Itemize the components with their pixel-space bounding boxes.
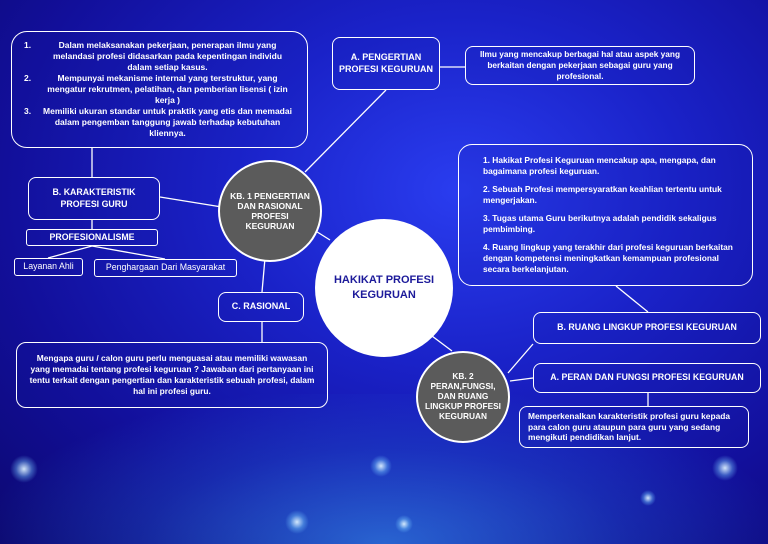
karakteristik-list: 1.Dalam melaksanakan pekerjaan, penerapa… (24, 40, 295, 139)
pengertian-definition: Ilmu yang mencakup berbagai hal atau asp… (465, 46, 695, 85)
ruang-lingkup-points: 1. Hakikat Profesi Keguruan mencakup apa… (458, 144, 753, 286)
karakteristik-heading: B. KARAKTERISTIK PROFESI GURU (28, 177, 160, 220)
profesionalisme-label: PROFESIONALISME (26, 229, 158, 246)
connector-penghargaan (91, 245, 166, 260)
peran-text: Memperkenalkan karakteristik profesi gur… (519, 406, 749, 448)
penghargaan-label: Penghargaan Dari Masyarakat (94, 259, 237, 277)
center-topic: HAKIKAT PROFESI KEGURUAN (315, 219, 453, 357)
rasional-text: Mengapa guru / calon guru perlu menguasa… (16, 342, 328, 408)
connector-center-kb2 (431, 335, 453, 352)
list-item: 3.Memiliki ukuran standar untuk praktik … (24, 106, 292, 139)
connector-kb1-rasional (261, 257, 266, 293)
ruang-lingkup-point: 3. Tugas utama Guru berikutnya adalah pe… (483, 213, 717, 234)
ruang-lingkup-point: 2. Sebuah Profesi mempersyaratkan keahli… (483, 184, 722, 206)
kb2-node: KB. 2 PERAN,FUNGSI, DAN RUANG LINGKUP PR… (416, 351, 510, 443)
ruang-lingkup-heading: B. RUANG LINGKUP PROFESI KEGURUAN (533, 312, 761, 344)
karakteristik-list-box: 1.Dalam melaksanakan pekerjaan, penerapa… (11, 31, 308, 148)
list-item: 1.Dalam melaksanakan pekerjaan, penerapa… (24, 39, 283, 72)
ruang-lingkup-point: 1. Hakikat Profesi Keguruan mencakup apa… (483, 155, 716, 177)
connector-karakteristik-kb1 (159, 196, 229, 209)
connector-pengertian-kb1 (304, 89, 387, 173)
ruang-lingkup-point: 4. Ruang lingkup yang terakhir dari prof… (483, 241, 733, 274)
list-item: 2.Mempunyai mekanisme internal yang ters… (24, 72, 288, 106)
connector-kb2-peran (509, 377, 534, 382)
rasional-heading: C. RASIONAL (218, 292, 304, 322)
connector-layanan (47, 245, 93, 259)
connector-ruang-points (615, 285, 649, 313)
layanan-ahli-label: Layanan Ahli (14, 258, 83, 276)
kb1-node: KB. 1 PENGERTIAN DAN RASIONAL PROFESI KE… (218, 160, 322, 262)
peran-heading: A. PERAN DAN FUNGSI PROFESI KEGURUAN (533, 363, 761, 393)
pengertian-heading: A. PENGERTIAN PROFESI KEGURUAN (332, 37, 440, 90)
connector-kb2-ruang (507, 343, 534, 374)
